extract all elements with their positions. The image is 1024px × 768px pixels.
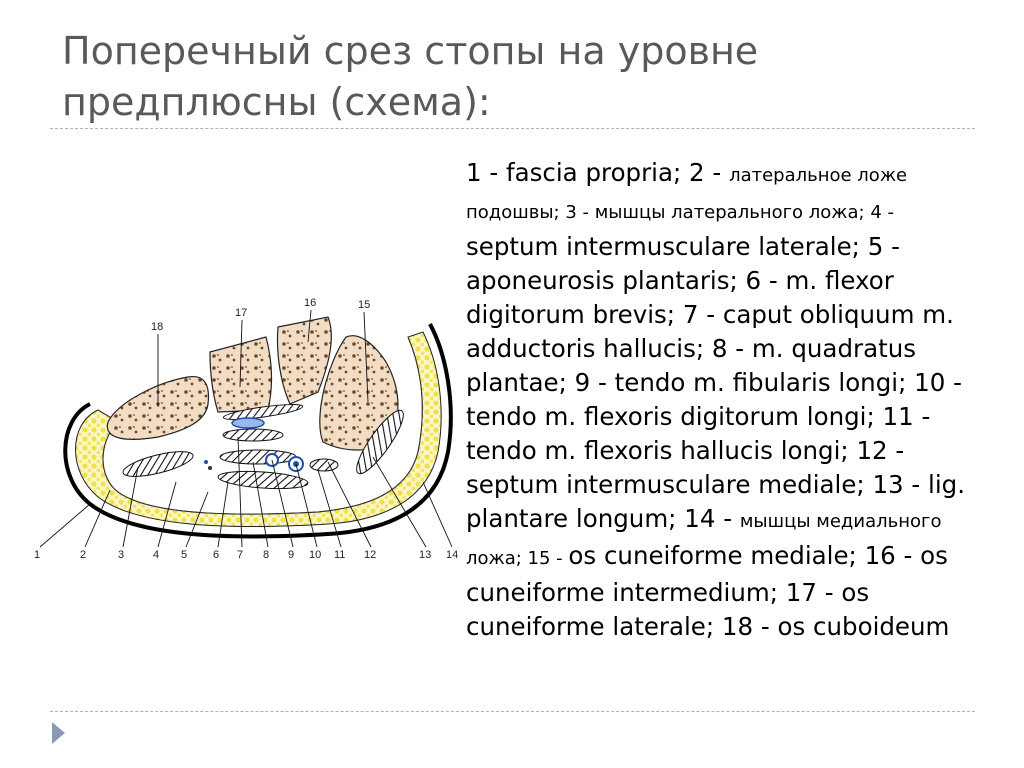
legend-part-4: мышцы медиального ложа; 15 -: [466, 511, 942, 569]
label-2: 2: [80, 549, 86, 561]
label-11: 11: [334, 549, 345, 561]
label-14: 14: [446, 549, 458, 561]
label-16: 16: [304, 297, 316, 309]
legend-part-2: латеральное ложе подошвы; 3 - мышцы лате…: [466, 165, 908, 223]
label-18: 18: [151, 321, 163, 333]
label-8: 8: [263, 549, 269, 561]
diagram-legend-text: 1 - fascia propria; 2 - латеральное ложе…: [466, 156, 966, 644]
title-divider: [50, 128, 975, 129]
m-quadratus-plantae: [219, 449, 297, 465]
tendo-fibularis-longi: [309, 458, 339, 472]
lateral-compartment-muscle: [122, 451, 194, 477]
legend-part-3: septum intermusculare laterale; 5 - apon…: [466, 232, 965, 533]
triangle-bullet-icon: [52, 722, 65, 744]
label-5: 5: [181, 549, 187, 561]
label-15: 15: [358, 299, 370, 311]
label-10: 10: [309, 549, 321, 561]
label-12: 12: [364, 549, 376, 561]
medial-compartment-muscle: [356, 409, 404, 475]
os-cuneiforme-intermedium: [276, 316, 332, 405]
caput-obliquum: [222, 428, 284, 442]
label-7: 7: [237, 549, 243, 561]
label-6: 6: [213, 549, 219, 561]
label-3: 3: [118, 549, 124, 561]
os-cuboideum: [106, 376, 210, 440]
legend-part-5: os cuneiforme mediale; 16 - os cuneiform…: [466, 541, 950, 641]
skin-and-subcutaneous-fat: [63, 323, 453, 539]
label-4: 4: [153, 549, 159, 561]
foot-cross-section-diagram: 1 2 3 4 5 6 7 8 9 10 11 12 13 14 15 16 1…: [34, 297, 458, 561]
legend-part-1: 1 - fascia propria; 2 -: [466, 158, 730, 187]
m-flexor-digitorum-brevis: [217, 470, 309, 490]
diagram-number-labels: 1 2 3 4 5 6 7 8 9 10 11 12 13 14 15 16 1…: [34, 297, 458, 561]
leader-lines: [39, 309, 453, 548]
lig-plantare-longum: [222, 404, 304, 420]
slide-title: Поперечный срез стопы на уровне предплюс…: [62, 29, 759, 124]
label-1: 1: [34, 549, 40, 561]
label-9: 9: [288, 549, 294, 561]
label-13: 13: [419, 549, 431, 561]
footer-divider: [50, 711, 975, 712]
label-17: 17: [235, 307, 247, 319]
vessel: [231, 417, 265, 429]
